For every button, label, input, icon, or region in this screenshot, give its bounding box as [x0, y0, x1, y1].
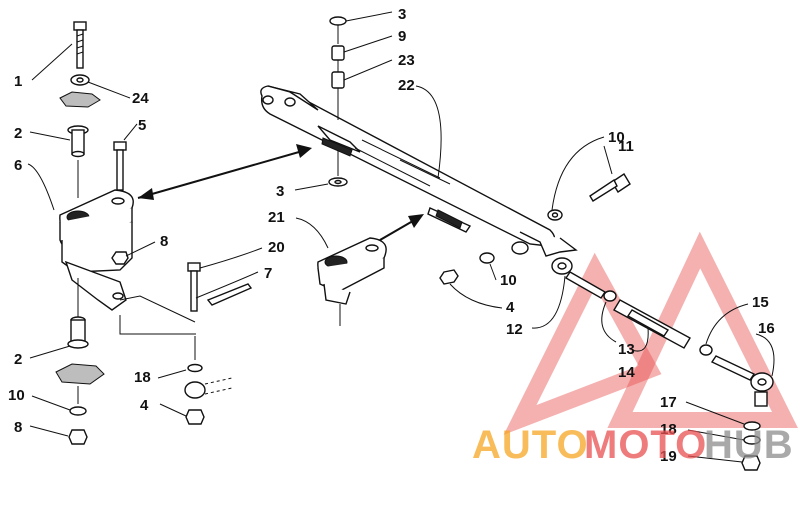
tie-rod-assembly	[551, 257, 774, 471]
bracket-part-21	[317, 237, 387, 326]
callout-20: 20	[268, 239, 285, 256]
callout-2-upper: 2	[14, 125, 22, 142]
watermark-text: AUTO MOTO HUB	[472, 423, 794, 467]
callout-4-middle: 4	[506, 299, 515, 316]
callout-21: 21	[268, 209, 285, 226]
callout-7: 7	[264, 265, 272, 282]
callout-4-left: 4	[140, 397, 149, 414]
ball-joint-left	[184, 377, 233, 399]
washer-part-10-middle	[479, 252, 495, 264]
callout-8-upper: 8	[160, 233, 168, 250]
bolt-part-5	[113, 141, 127, 191]
tie-rod-end-part-12	[551, 257, 606, 299]
spacer-part-9	[331, 45, 345, 61]
bolt-part-20	[187, 262, 201, 312]
callout-23: 23	[398, 52, 415, 69]
callout-19: 19	[660, 448, 677, 465]
bolt-part-11	[589, 173, 631, 202]
callout-5: 5	[138, 117, 146, 134]
tie-rod-end-part-16	[710, 355, 774, 407]
callout-24: 24	[132, 90, 149, 107]
callout-10-upper-right: 10	[608, 129, 625, 146]
callout-18-left: 18	[134, 369, 151, 386]
watermark-hub: HUB	[704, 423, 794, 467]
callout-17: 17	[660, 394, 677, 411]
nut-part-8-lower	[68, 429, 88, 445]
callout-3-upper: 3	[398, 6, 406, 23]
washer-part-3-upper	[329, 16, 347, 26]
bushing-part-2-lower	[67, 316, 89, 349]
callout-1: 1	[14, 73, 22, 90]
callout-18-right: 18	[660, 421, 677, 438]
callout-8-lower: 8	[14, 419, 22, 436]
rubber-pad-lower	[55, 363, 105, 385]
callout-14: 14	[618, 364, 635, 381]
bushing-part-23	[331, 71, 345, 89]
callout-10-lower-left: 10	[8, 387, 25, 404]
washer-part-10-lower-left	[69, 406, 87, 416]
bushing-part-2-upper	[67, 125, 89, 158]
watermark-moto: MOTO	[584, 423, 707, 467]
nut-part-8-upper	[111, 251, 129, 265]
leader-lines	[27, 11, 775, 463]
assembly-arrows	[137, 144, 424, 241]
spacer-stack-top	[329, 16, 347, 120]
callout-6: 6	[14, 157, 22, 174]
steering-arm-bracket-part-6	[59, 189, 134, 311]
rubber-pad-upper	[59, 91, 101, 108]
bolt-part-1	[73, 21, 87, 69]
callout-2-lower: 2	[14, 351, 22, 368]
callout-labels: 1 24 2 5 6 8 20 7 2 10 8 18 4 3 9 23 22 …	[8, 6, 775, 465]
callout-10-middle: 10	[500, 272, 517, 289]
callout-22: 22	[398, 77, 415, 94]
watermark-triangle	[503, 231, 798, 435]
nut-part-4-middle	[439, 269, 459, 285]
nut-part-4-left	[185, 409, 205, 425]
cotter-pin-part-7	[206, 283, 253, 306]
jam-nut-part-13	[603, 290, 617, 302]
callout-16: 16	[758, 320, 775, 337]
washer-part-18-left	[187, 363, 203, 373]
callout-11: 11	[618, 138, 634, 155]
callout-13: 13	[618, 341, 635, 358]
callout-12: 12	[506, 321, 523, 338]
left-assembly	[55, 21, 253, 445]
adjuster-sleeve-part-14	[613, 299, 691, 349]
callout-9: 9	[398, 28, 406, 45]
nut-part-19	[741, 455, 761, 471]
tie-bar-part-22	[260, 85, 578, 257]
washer-part-17	[743, 421, 761, 431]
callout-15: 15	[752, 294, 769, 311]
jam-nut-part-15	[699, 344, 713, 356]
watermark-auto: AUTO	[472, 423, 589, 467]
callout-3-lower: 3	[276, 183, 284, 200]
